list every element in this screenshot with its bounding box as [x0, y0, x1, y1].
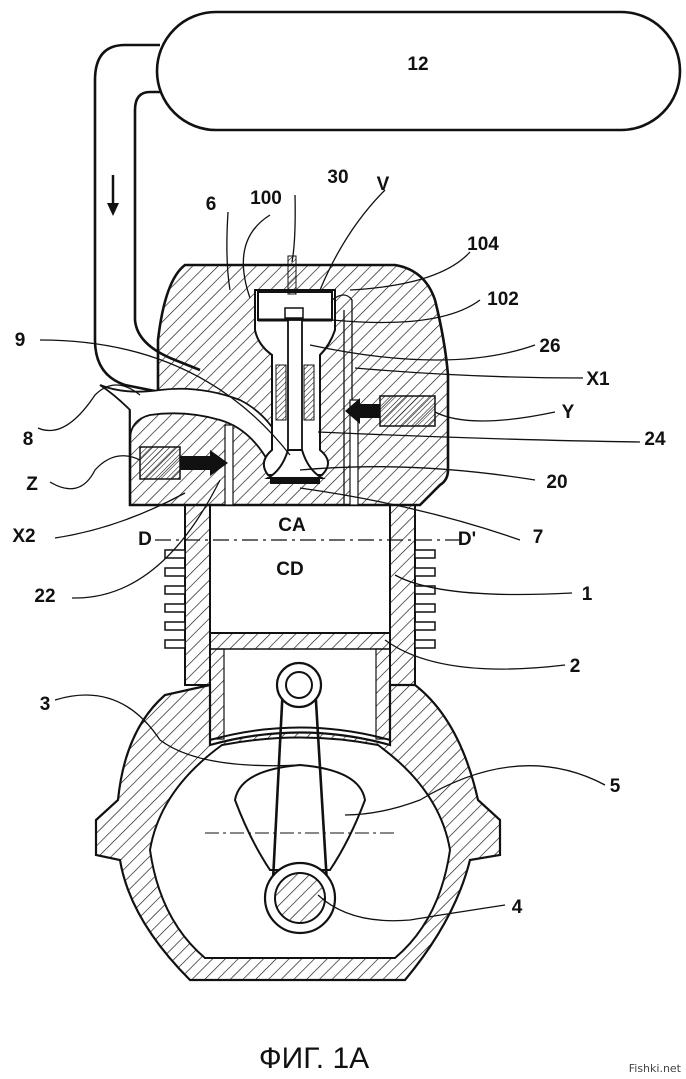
- supply-pipe-outer: [93, 43, 176, 397]
- label-1: 1: [582, 584, 593, 605]
- label-3: 3: [40, 694, 51, 715]
- left-arrow-icon: [345, 398, 380, 424]
- label-9: 9: [15, 330, 26, 351]
- label-4: 4: [512, 897, 523, 918]
- valve-guide-left: [275, 364, 287, 421]
- valve-stem-top: [284, 307, 304, 319]
- valve-stem-26: [287, 319, 303, 453]
- label-6: 6: [206, 194, 217, 215]
- port-x1: [349, 399, 359, 506]
- cooling-fins-right: [414, 549, 436, 649]
- label-26: 26: [539, 336, 560, 357]
- piston-skirt-left: [209, 648, 225, 740]
- channel-104: [331, 294, 353, 505]
- injector-z: [139, 446, 181, 480]
- leader-lines: [37, 189, 641, 922]
- watermark: Fishki.net: [629, 1062, 682, 1075]
- label-104: 104: [467, 234, 499, 255]
- valve-head-20: [264, 449, 326, 479]
- label-y: Y: [562, 402, 575, 423]
- label-x2: X2: [12, 526, 35, 547]
- label-d-prime: D': [458, 529, 476, 550]
- label-100: 100: [250, 188, 282, 209]
- label-8: 8: [23, 429, 34, 450]
- cooling-fins-left: [164, 549, 186, 649]
- crankpin-4: [274, 872, 326, 924]
- piston-pin: [285, 671, 313, 699]
- label-30: 30: [327, 167, 348, 188]
- label-102: 102: [487, 289, 519, 310]
- right-arrow-icon: [180, 450, 228, 476]
- label-cd: CD: [276, 559, 303, 580]
- label-24: 24: [644, 429, 666, 450]
- label-z: Z: [26, 474, 38, 495]
- tank-12: [155, 10, 682, 132]
- valve-guide-right: [303, 364, 315, 421]
- label-20: 20: [546, 472, 567, 493]
- cylinder-wall-left: [184, 504, 211, 686]
- valve-seat-7: [270, 478, 320, 484]
- label-22: 22: [34, 586, 55, 607]
- cylinder-wall-right: [389, 504, 416, 686]
- down-arrow-icon: [107, 175, 119, 216]
- piston-skirt-right: [375, 648, 391, 740]
- label-12: 12: [407, 54, 428, 75]
- connecting-rod-3: [270, 684, 330, 901]
- label-7: 7: [533, 527, 544, 548]
- label-v: V: [377, 174, 390, 195]
- piston-crown: [209, 632, 391, 650]
- sensor-30: [287, 255, 297, 295]
- label-5: 5: [610, 776, 621, 797]
- figure-caption: ФИГ. 1А: [259, 1042, 369, 1075]
- label-d: D: [138, 529, 152, 550]
- port-x2: [224, 424, 234, 506]
- inlet-passage-8: [99, 384, 286, 478]
- label-ca: CA: [278, 515, 306, 536]
- label-x1: X1: [586, 369, 610, 390]
- injector-y: [379, 395, 436, 427]
- crank-web-5: [233, 763, 367, 871]
- label-2: 2: [570, 656, 581, 677]
